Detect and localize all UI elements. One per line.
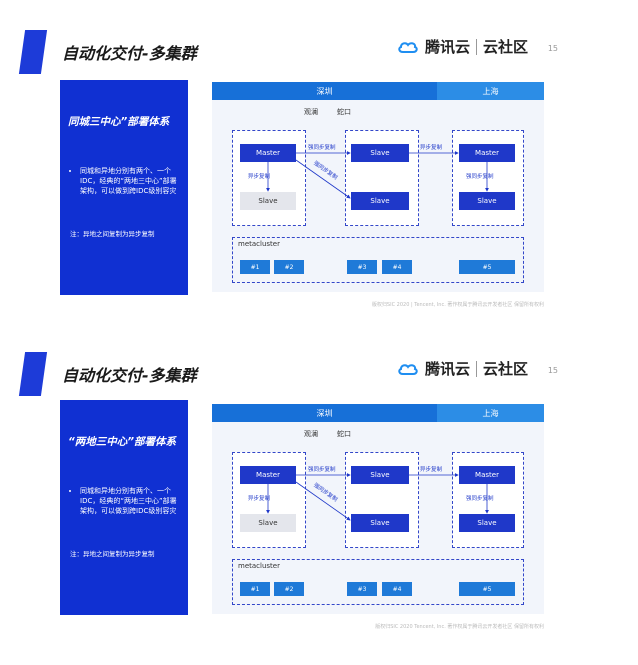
panel-note: 注：异地之间复制为异步复制: [70, 230, 155, 238]
label-strong-sync-1: 强同步复制: [308, 145, 336, 151]
logo-text: 腾讯云: [424, 360, 470, 378]
page-number: 15: [547, 366, 558, 375]
slave-node-3: Slave: [351, 514, 409, 532]
panel-note: 注：异地之间复制为异步复制: [70, 550, 155, 558]
cluster-chip-4: #4: [382, 582, 412, 596]
idc-label-guanlan: 观澜: [304, 430, 318, 438]
cloud-logo-icon: [398, 41, 418, 53]
tencent-cloud-logo: 腾讯云 云社区: [397, 36, 528, 57]
copyright-footer: 版权归SIC 2020 Tencent, Inc. 著作权属于腾讯云开发者社区 …: [375, 624, 544, 630]
cluster-chip-2: #2: [274, 260, 304, 274]
slave-node-4: Slave: [459, 192, 515, 210]
region-header-shenzhen: 深圳: [212, 82, 437, 100]
label-strong-sync-2: 强同步复制: [312, 160, 339, 182]
panel-body: 同城和异地分别有两个、一个IDC，经典的“两地三中心”部署架构，可以做到跨IDC…: [70, 486, 182, 516]
panel-bullet: 同城和异地分别有两个、一个IDC，经典的“两地三中心”部署架构，可以做到跨IDC…: [80, 486, 182, 516]
label-async-2: 异步复制: [420, 145, 443, 151]
label-strong-sync-2: 强同步复制: [312, 482, 339, 504]
logo-sub-text: 云社区: [482, 38, 528, 56]
label-async-1: 异步复制: [248, 174, 271, 180]
metacluster-label: metacluster: [238, 240, 280, 248]
info-panel: 同城三中心”部署体系 同城和异地分别有两个、一个IDC，经典的“两地三中心”部署…: [60, 80, 188, 295]
slave-node-2: Slave: [351, 466, 409, 484]
logo-divider: [475, 360, 477, 377]
slide-title: 自动化交付-多集群: [62, 366, 197, 385]
master-node-1: Master: [240, 466, 296, 484]
cluster-chip-1: #1: [240, 582, 270, 596]
tencent-cloud-logo: 腾讯云 云社区: [397, 358, 528, 379]
region-header-shenzhen: 深圳: [212, 404, 437, 422]
master-node-2: Master: [459, 144, 515, 162]
cluster-chip-5: #5: [459, 260, 515, 274]
metacluster-box: [232, 237, 524, 283]
slave-node-1: Slave: [240, 192, 296, 210]
page-number: 15: [547, 44, 558, 53]
region-header-shanghai: 上海: [437, 82, 544, 100]
slave-node-2: Slave: [351, 144, 409, 162]
title-accent: [18, 30, 48, 74]
idc-label-shekou: 蛇口: [337, 108, 351, 116]
label-strong-sync-1: 强同步复制: [308, 467, 336, 473]
label-strong-sync-3: 强同步复制: [466, 174, 494, 180]
logo-text: 腾讯云: [424, 38, 470, 56]
logo-sub-text: 云社区: [482, 360, 528, 378]
master-node-2: Master: [459, 466, 515, 484]
cluster-chip-2: #2: [274, 582, 304, 596]
master-node-1: Master: [240, 144, 296, 162]
info-panel: “两地三中心”部署体系 同城和异地分别有两个、一个IDC，经典的“两地三中心”部…: [60, 400, 188, 615]
region-header-shanghai: 上海: [437, 404, 544, 422]
idc-label-guanlan: 观澜: [304, 108, 318, 116]
slave-node-3: Slave: [351, 192, 409, 210]
panel-bullet: 同城和异地分别有两个、一个IDC，经典的“两地三中心”部署架构，可以做到跨IDC…: [80, 166, 182, 196]
panel-heading: 同城三中心”部署体系: [68, 116, 170, 128]
label-async-2: 异步复制: [420, 467, 443, 473]
slide-1: 自动化交付-多集群 腾讯云 云社区 15 同城三中心”部署体系 同城和异地分别有…: [18, 18, 574, 318]
copyright-footer: 版权归SIC 2020 | Tencent, Inc. 著作权属于腾讯云开发者社…: [371, 302, 544, 308]
cluster-chip-3: #3: [347, 260, 377, 274]
cluster-chip-3: #3: [347, 582, 377, 596]
metacluster-box: [232, 559, 524, 605]
slide-2: 自动化交付-多集群 腾讯云 云社区 15 “两地三中心”部署体系 同城和异地分别…: [18, 340, 574, 640]
metacluster-label: metacluster: [238, 562, 280, 570]
architecture-diagram: 深圳 上海 观澜 蛇口 Master Slave Slave Slave Mas…: [212, 404, 544, 614]
architecture-diagram: 深圳 上海 观澜 蛇口 Master Slave Slave Slave Mas…: [212, 82, 544, 292]
idc-label-shekou: 蛇口: [337, 430, 351, 438]
title-accent: [18, 352, 48, 396]
cluster-chip-4: #4: [382, 260, 412, 274]
label-async-1: 异步复制: [248, 496, 271, 502]
panel-heading: “两地三中心”部署体系: [68, 436, 177, 448]
panel-body: 同城和异地分别有两个、一个IDC，经典的“两地三中心”部署架构，可以做到跨IDC…: [70, 166, 182, 196]
slide-title: 自动化交付-多集群: [62, 44, 197, 63]
cluster-chip-1: #1: [240, 260, 270, 274]
slave-node-4: Slave: [459, 514, 515, 532]
label-strong-sync-3: 强同步复制: [466, 496, 494, 502]
cloud-logo-icon: [398, 363, 418, 375]
cluster-chip-5: #5: [459, 582, 515, 596]
slave-node-1: Slave: [240, 514, 296, 532]
logo-divider: [475, 38, 477, 55]
